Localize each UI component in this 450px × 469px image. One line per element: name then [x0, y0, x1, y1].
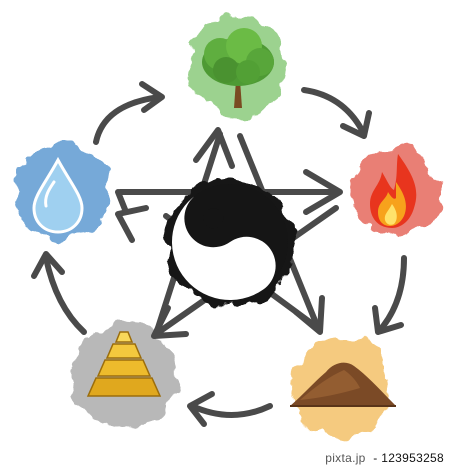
arrow-earth-to-metal [189, 403, 273, 418]
yin-yang-icon [166, 178, 294, 306]
stock-credit: pixta.jp - 123953258 [325, 451, 444, 465]
generating-cycle-arrows [31, 81, 407, 427]
star-head-metal [151, 305, 189, 339]
arrow-fire-to-earth-head [372, 305, 404, 335]
arrow-fire-to-earth [377, 255, 407, 333]
flame-icon [370, 154, 417, 228]
credit-site: pixta.jp [325, 451, 366, 465]
star-head-water-b [115, 205, 149, 243]
gold-ingot-pyramid-icon [86, 331, 162, 397]
credit-separator: - [369, 451, 382, 465]
star-head-earth [293, 295, 325, 335]
soil-pile-icon [290, 362, 396, 407]
credit-id: 123953258 [381, 451, 444, 465]
star-head-wood [193, 127, 235, 169]
arrow-water-to-wood [93, 94, 163, 145]
water-drop-icon [32, 156, 84, 234]
arrow-metal-to-water [43, 255, 87, 335]
arrow-earth-to-metal-head [187, 391, 215, 427]
arrow-wood-to-fire [301, 87, 367, 137]
tree-icon [202, 28, 274, 108]
star-head-water [115, 189, 129, 215]
arrow-water-to-wood-head [139, 81, 165, 113]
star-head-fire [303, 169, 343, 215]
arrow-wood-to-fire-head [340, 110, 372, 139]
arrow-metal-to-water-head [31, 251, 65, 279]
